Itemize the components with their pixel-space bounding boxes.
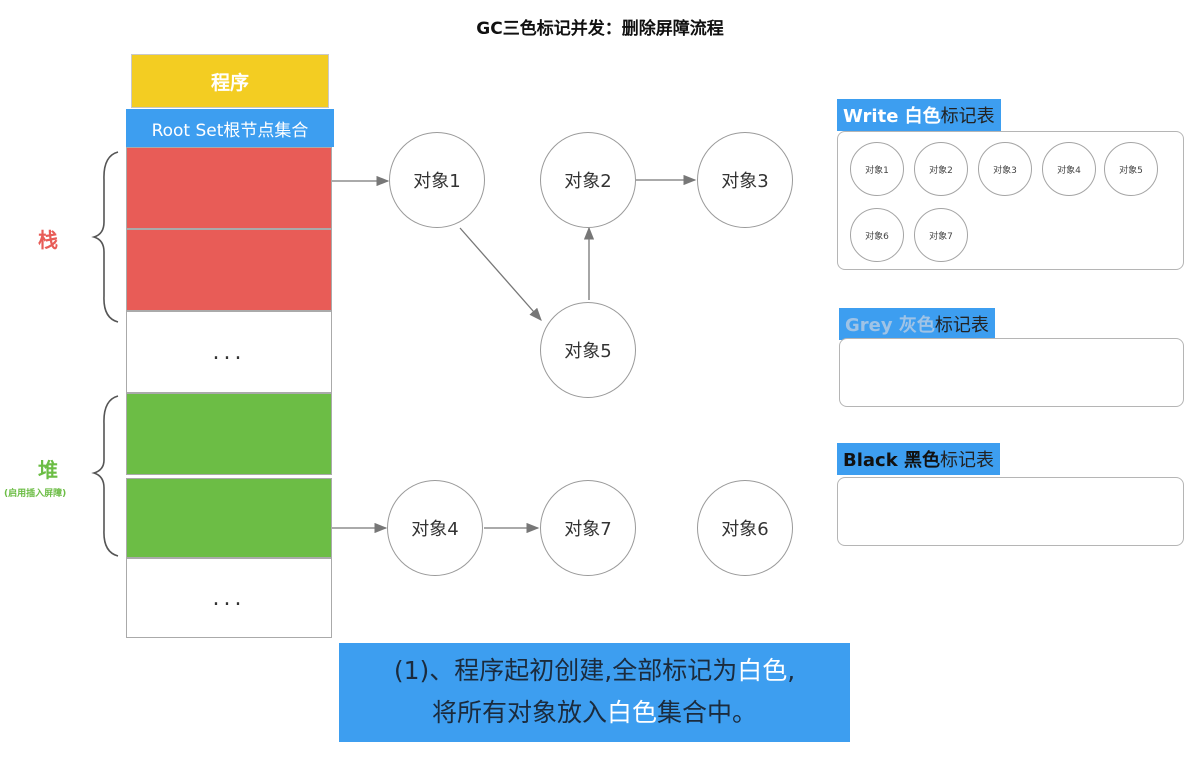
heap-cell-2 — [126, 478, 332, 558]
heap-brace — [91, 395, 119, 557]
heap-sublabel: (启用插入屏障) — [4, 489, 67, 499]
object-node-6-label: 对象6 — [721, 519, 769, 540]
white-item-6: 对象6 — [850, 208, 904, 262]
gray-table-box — [839, 338, 1184, 407]
arrow-obj1-to-obj5 — [459, 227, 542, 321]
gray-table-color-word: Grey 灰色 — [845, 315, 935, 336]
object-node-1-label: 对象1 — [413, 171, 461, 192]
caption-line-2-text-a: 将所有对象放入 — [431, 698, 607, 727]
white-item-3-label: 对象3 — [993, 165, 1017, 176]
white-item-1-label: 对象1 — [865, 165, 889, 176]
object-node-7: 对象7 — [540, 480, 636, 576]
caption-line-2-text-b: 集合中。 — [657, 698, 758, 727]
gray-table-header: Grey 灰色标记表 — [839, 308, 995, 340]
object-node-4-label: 对象4 — [411, 519, 459, 540]
caption-line-1-text-a: (1)、程序起初创建,全部标记为 — [393, 656, 738, 685]
program-box: 程序 — [131, 54, 329, 108]
object-node-2: 对象2 — [540, 132, 636, 228]
object-node-1: 对象1 — [389, 132, 485, 228]
object-node-3-label: 对象3 — [721, 171, 769, 192]
stack-cell-1 — [126, 147, 332, 229]
heap-label: 堆 — [38, 458, 58, 482]
white-table-color-word: Write 白色 — [843, 106, 941, 127]
white-item-4: 对象4 — [1042, 142, 1096, 196]
stack-ellipsis-cell: ... — [126, 311, 332, 393]
black-table-color-word: Black 黑色 — [843, 450, 940, 471]
white-item-3: 对象3 — [978, 142, 1032, 196]
caption-line-2-highlight: 白色 — [606, 698, 657, 727]
white-item-4-label: 对象4 — [1057, 165, 1081, 176]
caption-line-2: 将所有对象放入白色集合中。 — [339, 692, 850, 734]
caption-line-1: (1)、程序起初创建,全部标记为白色, — [339, 650, 850, 692]
root-set-box: Root Set根节点集合 — [126, 109, 334, 147]
object-node-4: 对象4 — [387, 480, 483, 576]
white-item-7-label: 对象7 — [929, 231, 953, 242]
object-node-3: 对象3 — [697, 132, 793, 228]
white-item-2: 对象2 — [914, 142, 968, 196]
white-item-6-label: 对象6 — [865, 231, 889, 242]
object-node-6: 对象6 — [697, 480, 793, 576]
stack-brace — [91, 151, 119, 323]
caption-line-1-highlight: 白色 — [737, 656, 788, 685]
white-table-box: 对象1 对象2 对象3 对象4 对象5 对象6 对象7 — [837, 131, 1184, 270]
stack-cell-2 — [126, 229, 332, 311]
white-item-5: 对象5 — [1104, 142, 1158, 196]
heap-ellipsis: ... — [212, 585, 246, 611]
white-item-7: 对象7 — [914, 208, 968, 262]
gray-table-header-rest: 标记表 — [934, 315, 989, 336]
object-node-5: 对象5 — [540, 302, 636, 398]
object-node-2-label: 对象2 — [564, 171, 612, 192]
white-table-header: Write 白色标记表 — [837, 99, 1001, 131]
black-table-header: Black 黑色标记表 — [837, 443, 1000, 475]
object-node-7-label: 对象7 — [564, 519, 612, 540]
heap-cell-1 — [126, 393, 332, 475]
white-item-1: 对象1 — [850, 142, 904, 196]
black-table-box — [837, 477, 1184, 546]
stack-label: 栈 — [38, 228, 58, 252]
diagram-title: GC三色标记并发：删除屏障流程 — [476, 19, 724, 39]
black-table-header-rest: 标记表 — [939, 450, 994, 471]
white-table-header-rest: 标记表 — [940, 106, 995, 127]
heap-ellipsis-cell: ... — [126, 558, 332, 638]
object-node-5-label: 对象5 — [564, 341, 612, 362]
white-item-2-label: 对象2 — [929, 165, 953, 176]
step-caption: (1)、程序起初创建,全部标记为白色, 将所有对象放入白色集合中。 — [339, 643, 850, 742]
white-item-5-label: 对象5 — [1119, 165, 1143, 176]
caption-line-1-text-b: , — [787, 656, 796, 685]
stack-ellipsis: ... — [212, 339, 246, 365]
